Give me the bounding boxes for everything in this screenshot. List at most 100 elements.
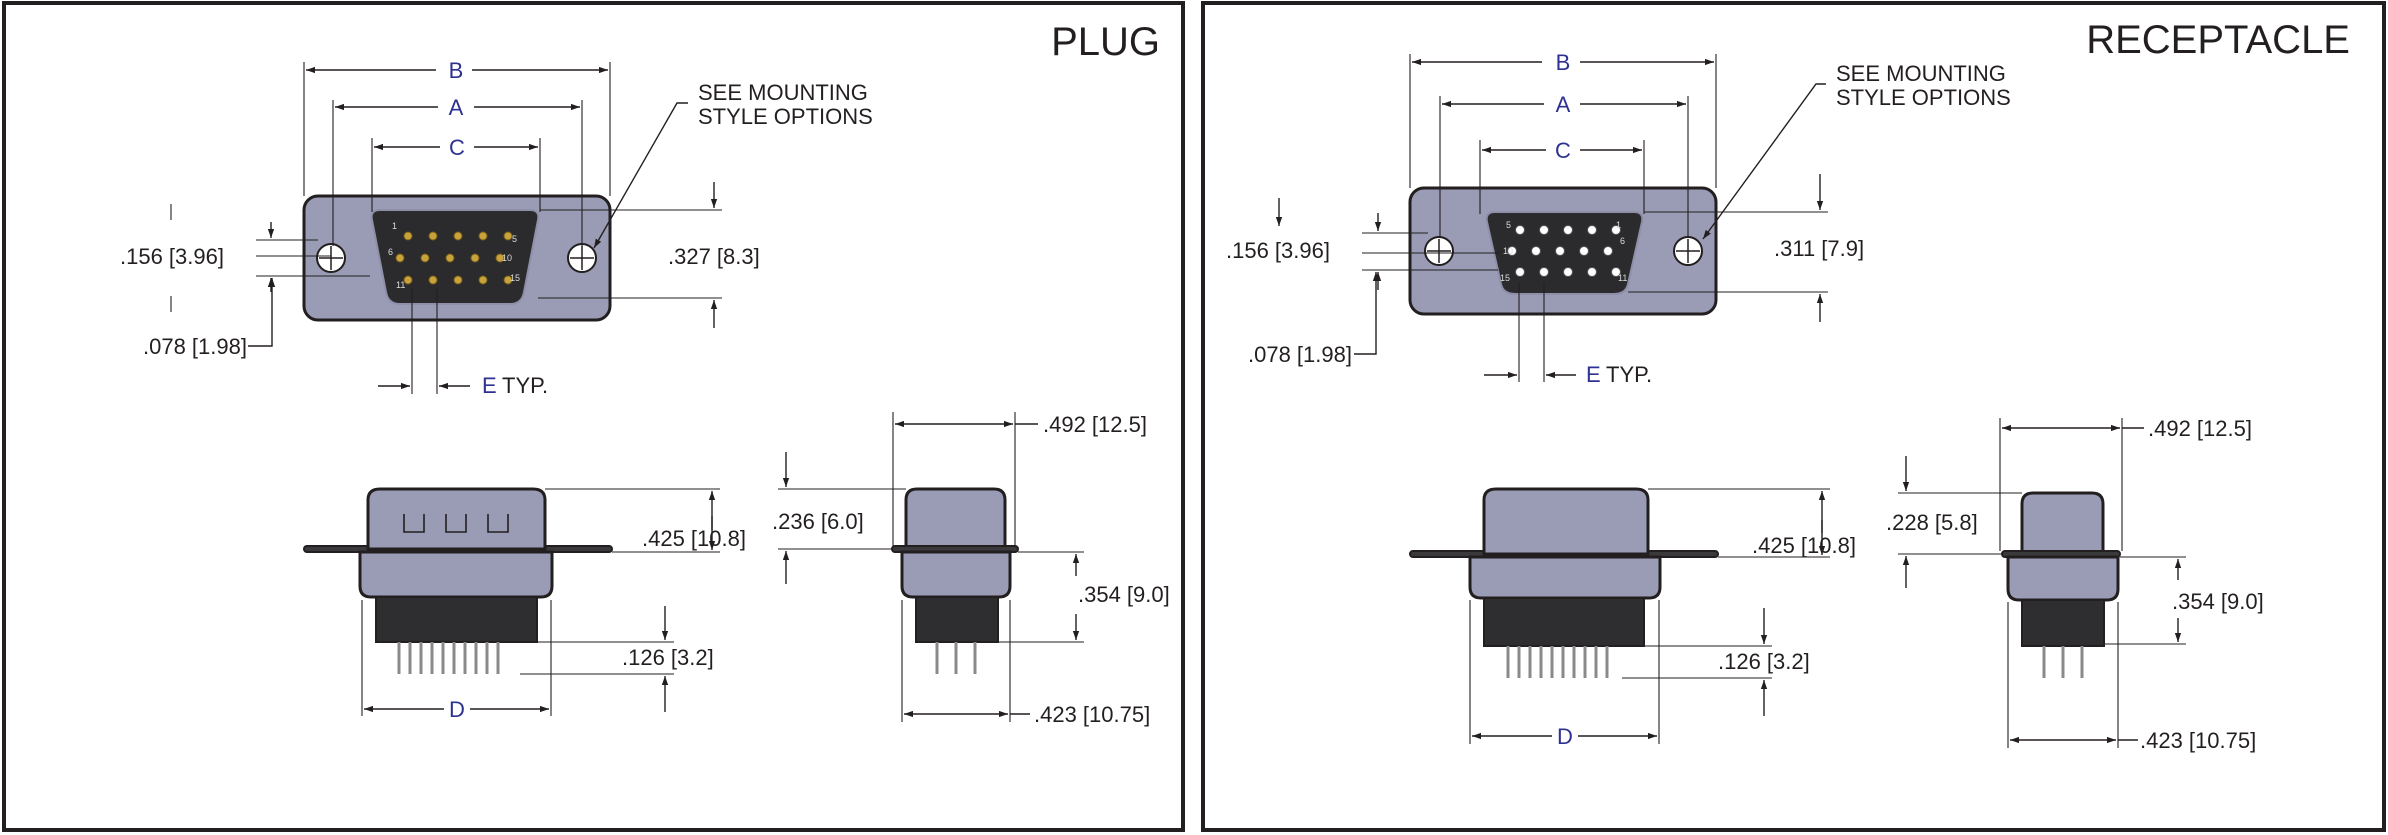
socket-grid [1507,225,1621,277]
dimension-depth-top: .492 [12.5] [1043,412,1147,437]
end-shell-lower [900,550,1012,599]
mounting-note-line-2: STYLE OPTIONS [698,104,873,129]
socket-contact [1515,225,1525,235]
insert-body [375,596,538,643]
pin-number: 6 [388,247,393,257]
shell-lower [1468,555,1662,600]
end-insert [915,596,999,643]
plug-front-view: 1 5 6 10 11 15 B A C SEE MOUNTING [120,58,873,398]
dimension-pin-length: .126 [3.2] [622,645,714,670]
dimension-side-lower: .354 [9.0] [1078,582,1170,607]
pin-number: 10 [1503,246,1513,256]
socket-contact [1611,225,1621,235]
socket-contact [1587,225,1597,235]
mounting-note-line-1: SEE MOUNTING [698,80,868,105]
mounting-hole-right [567,243,597,273]
pin-number: 5 [512,234,517,244]
pin-number: 5 [1506,220,1511,230]
insert-body [1483,597,1645,647]
socket-contact [1587,267,1597,277]
socket-contact [1507,246,1517,256]
contact-pin [428,231,438,241]
pcb-pins [397,642,500,674]
shell-dimples [403,514,509,533]
contact-pin [403,231,413,241]
dimension-face-height: .327 [8.3] [668,244,760,269]
plug-frame [2,1,1185,832]
pin-number: 15 [510,273,520,283]
dimension-hole-offset: .078 [1.98] [1248,342,1352,367]
socket-contact [1563,225,1573,235]
panel-title: PLUG [1051,20,1160,64]
plug-end-view: .492 [12.5] .236 [6.0] .354 [9.0] .423 [… [772,412,1170,727]
pcb-pins [1506,646,1609,678]
dimension-shell-height: .425 [10.8] [1752,533,1856,558]
typical-label: TYP. [502,373,548,398]
contact-pin [478,231,488,241]
dimension-letter-b: B [1556,50,1571,75]
dimension-letter-c: C [449,135,465,160]
dimension-letter-e: E [1586,362,1601,387]
plug-side-view: .425 [10.8] .126 [3.2] D [303,487,746,722]
socket-contact [1579,246,1589,256]
socket-contact [1539,225,1549,235]
mounting-note-line-1: SEE MOUNTING [1836,61,2006,86]
receptacle-front-view: 5 1 10 6 15 11 B A C SEE MOUNTING STYLE … [1226,50,2011,387]
contact-pin [478,275,488,285]
dimension-letter-c: C [1555,138,1571,163]
end-insert [2021,599,2105,647]
end-shell-upper [2020,491,2105,556]
contact-grid [395,231,513,285]
socket-contact [1555,246,1565,256]
shell-upper [1482,487,1650,556]
dimension-letter-a: A [1556,92,1571,117]
end-pins [935,642,977,674]
socket-contact [1563,267,1573,277]
dimension-shell-height: .425 [10.8] [642,526,746,551]
dimension-side-upper: .228 [5.8] [1886,510,1978,535]
contact-pin [453,231,463,241]
contact-pin [470,253,480,263]
dimension-depth-bottom: .423 [10.75] [2140,728,2256,753]
dimension-depth-bottom: .423 [10.75] [1034,702,1150,727]
contact-pin [453,275,463,285]
dimension-hole-spacing: .156 [3.96] [1226,238,1330,263]
contact-pin [445,253,455,263]
socket-contact [1539,267,1549,277]
pin-number: 11 [396,280,405,290]
pin-number: 1 [392,221,397,231]
typical-label: TYP. [1606,362,1652,387]
mounting-note-line-2: STYLE OPTIONS [1836,85,2011,110]
d-sub-face [370,209,540,305]
socket-contact [1531,246,1541,256]
pin-number: 11 [1618,273,1627,283]
contact-pin [495,253,505,263]
mounting-hole-left [1424,236,1454,266]
shell-lower [358,550,554,599]
dimension-hole-offset: .078 [1.98] [143,334,247,359]
dimension-letter-e: E [482,373,497,398]
pin-number: 15 [1500,273,1510,283]
pin-number: 1 [1616,220,1621,230]
contact-pin [428,275,438,285]
dimension-hole-spacing: .156 [3.96] [120,244,224,269]
panel-title: RECEPTACLE [2086,18,2350,62]
socket-contact [1611,267,1621,277]
shell-upper [366,487,547,551]
mounting-hole-left [316,243,346,273]
dimension-face-height: .311 [7.9] [1774,236,1864,261]
end-shell-lower [2006,555,2120,602]
contact-pin [503,231,513,241]
pin-number: 10 [502,253,512,263]
contact-pin [403,275,413,285]
dimension-depth-top: .492 [12.5] [2148,416,2252,441]
receptacle-side-view: .425 [10.8] .126 [3.2] D [1409,487,1856,749]
dimension-side-upper: .236 [6.0] [772,509,864,534]
dimension-pin-length: .126 [3.2] [1718,649,1810,674]
mounting-hole-right [1673,236,1703,266]
dimension-letter-b: B [449,58,464,83]
plug-panel: PLUG 1 5 6 10 11 15 [2,1,1185,832]
dimension-letter-d: D [449,697,465,722]
contact-pin [503,275,513,285]
